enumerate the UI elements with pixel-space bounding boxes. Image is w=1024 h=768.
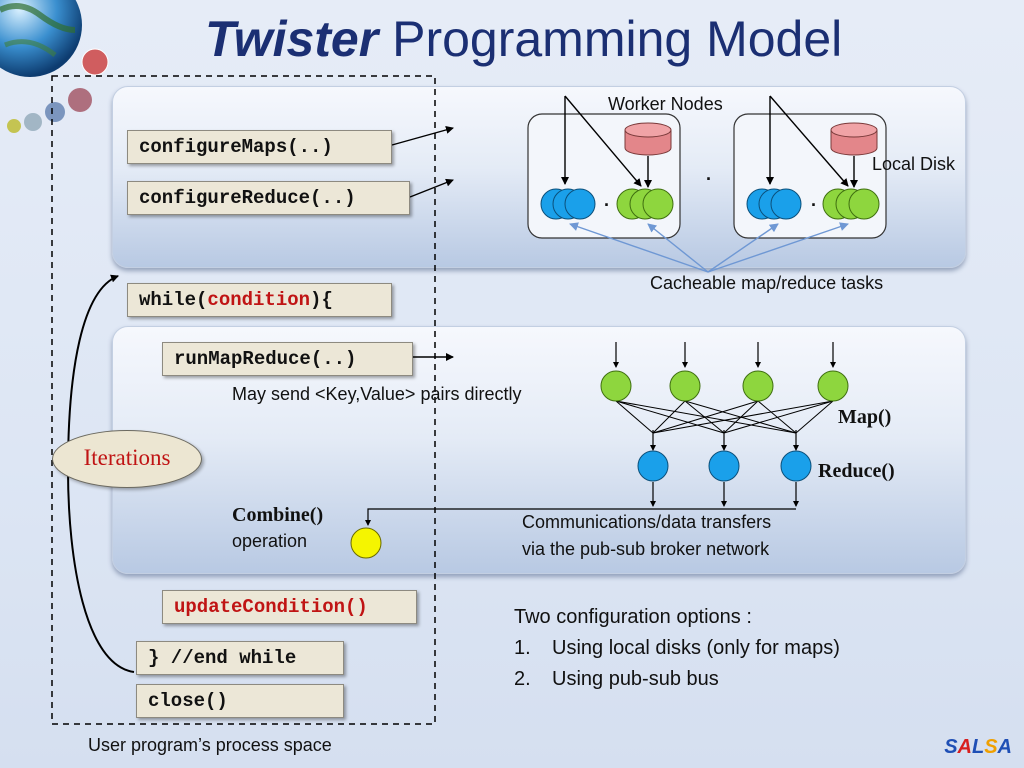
local-disk-label: Local Disk bbox=[872, 154, 956, 174]
salsa-logo: SALSA bbox=[944, 736, 1012, 758]
cached-map-tasks bbox=[746, 188, 802, 220]
may-send-label: May send <Key,Value> pairs directly bbox=[232, 384, 522, 404]
option-text: Using pub-sub bus bbox=[552, 668, 719, 690]
operation-label: operation bbox=[232, 531, 308, 551]
cached-reduce-tasks bbox=[822, 188, 880, 220]
options-heading: Two configuration options : bbox=[514, 606, 752, 628]
reduce-output-arrows bbox=[650, 482, 799, 507]
end-while-code: } //end while bbox=[136, 641, 344, 675]
update-condition-code: updateCondition() bbox=[162, 590, 417, 624]
option-item: 2. Using pub-sub bus bbox=[514, 668, 719, 691]
dot-separator: . bbox=[706, 164, 712, 184]
process-space-label: User program’s process space bbox=[88, 735, 332, 755]
while-code: while(condition){ bbox=[127, 283, 392, 317]
run-mapreduce-code: runMapReduce(..) bbox=[162, 342, 413, 376]
option-number: 2. bbox=[514, 668, 531, 690]
dot-separator: . bbox=[811, 190, 817, 210]
disk-icon bbox=[830, 122, 878, 156]
map-tasks bbox=[600, 370, 849, 402]
map-input-arrows bbox=[613, 342, 836, 368]
reduce-tasks bbox=[637, 450, 812, 482]
process-space-boundary bbox=[51, 75, 436, 725]
shuffle-lines bbox=[615, 400, 834, 434]
option-number: 1. bbox=[514, 637, 531, 659]
comm-label-line2: via the pub-sub broker network bbox=[522, 539, 770, 559]
title-rest: Programming Model bbox=[378, 11, 843, 67]
cached-map-tasks bbox=[540, 188, 596, 220]
configure-reduce-code: configureReduce(..) bbox=[127, 181, 410, 215]
map-label: Map() bbox=[838, 406, 892, 428]
combine-node bbox=[350, 527, 382, 559]
shuffle-arrowheads bbox=[650, 430, 799, 451]
iterations-label: Iterations bbox=[52, 430, 202, 488]
cached-reduce-tasks bbox=[616, 188, 674, 220]
combine-arrow bbox=[365, 508, 796, 526]
while-condition: condition bbox=[207, 289, 311, 311]
title-brand: Twister bbox=[205, 11, 379, 67]
dot-separator: . bbox=[604, 190, 610, 210]
worker-nodes-label: Worker Nodes bbox=[608, 94, 723, 114]
globe-decoration bbox=[0, 0, 109, 133]
globe-icon bbox=[0, 0, 82, 77]
close-code: close() bbox=[136, 684, 344, 718]
comm-label-line1: Communications/data transfers bbox=[522, 512, 772, 532]
cacheable-label: Cacheable map/reduce tasks bbox=[650, 273, 884, 293]
disk-icon bbox=[624, 122, 672, 156]
page-title: Twister Programming Model bbox=[205, 10, 1005, 68]
reduce-label: Reduce() bbox=[818, 460, 895, 482]
configure-maps-code: configureMaps(..) bbox=[127, 130, 392, 164]
option-text: Using local disks (only for maps) bbox=[552, 637, 840, 659]
option-item: 1. Using local disks (only for maps) bbox=[514, 637, 840, 660]
combine-label: Combine() bbox=[232, 504, 324, 526]
